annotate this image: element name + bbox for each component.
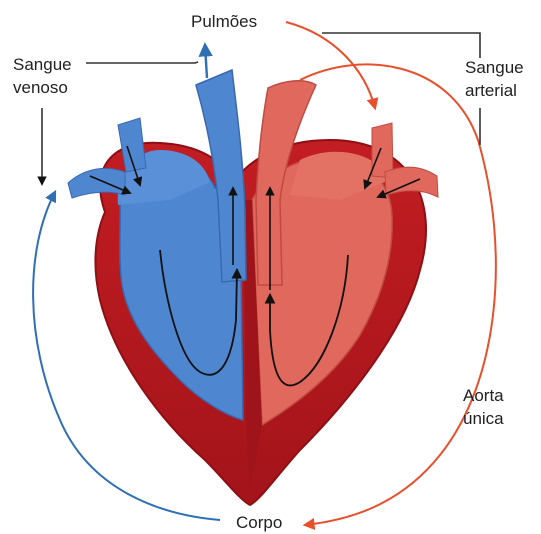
lungs-label: Pulmões xyxy=(191,11,257,32)
aorta-label-line1: Aorta xyxy=(463,385,504,406)
venous-leader-line xyxy=(86,62,198,63)
arterial-leader-line xyxy=(322,33,480,58)
arterial-label-line2: arterial xyxy=(465,80,517,101)
venous-label-line2: venoso xyxy=(13,77,68,98)
venous-vessel-side xyxy=(68,168,125,198)
arterial-label-line1: Sangue xyxy=(465,57,524,78)
aorta-label-line2: única xyxy=(463,408,504,429)
venous-label-line1: Sangue xyxy=(13,54,72,75)
body-label: Corpo xyxy=(236,512,282,533)
to-lungs-arrow xyxy=(205,45,207,78)
